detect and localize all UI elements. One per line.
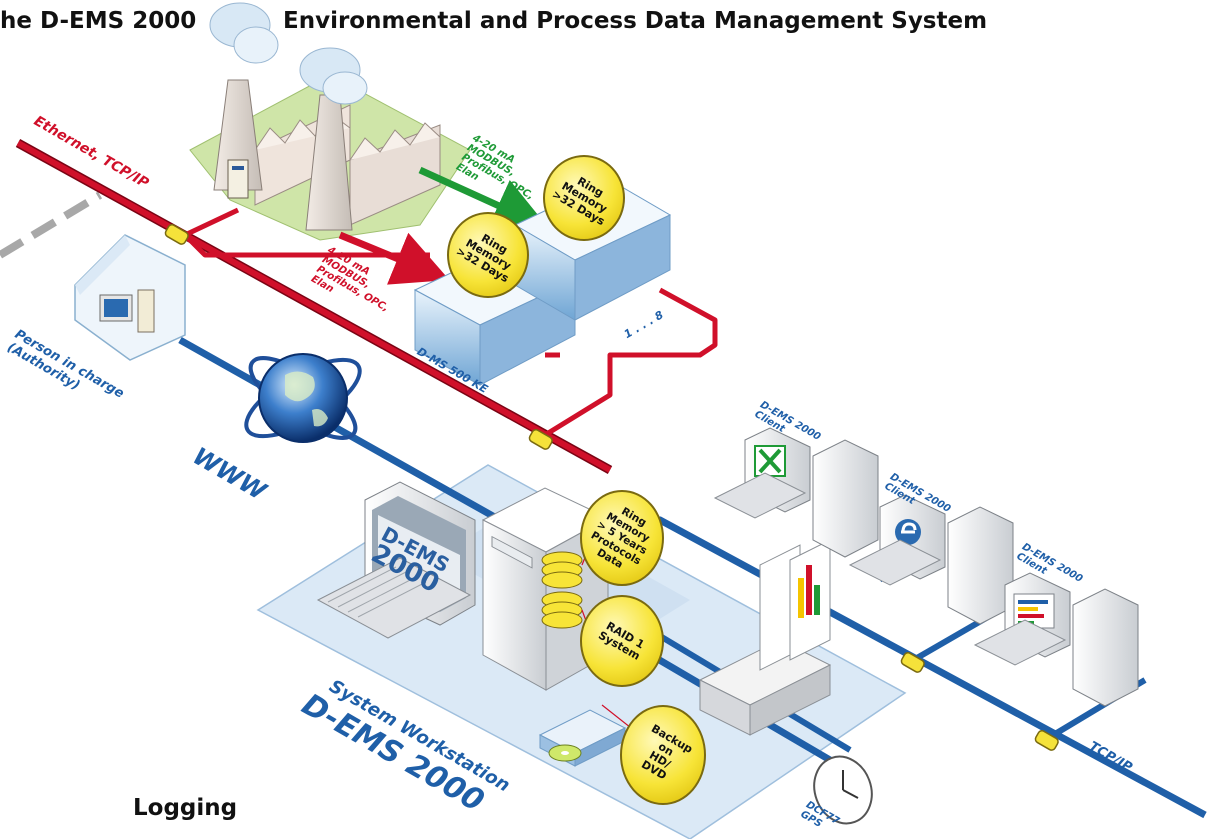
- disk-stack: [541, 551, 583, 629]
- workstation-monitor: [316, 481, 476, 639]
- dvd-drive: [538, 709, 627, 767]
- client-3: [973, 572, 1139, 707]
- external-link-dashed: [0, 191, 103, 259]
- logging-heading: Logging: [133, 795, 238, 821]
- dcf77-clock: [813, 755, 873, 825]
- diagram-title-part1: he D-EMS 2000: [0, 8, 197, 34]
- green-signal-arrow: [418, 166, 550, 232]
- raid-badge: RAID 1 System: [580, 595, 664, 687]
- ring-memory-badge: Ring Memory >32 Days: [543, 155, 625, 241]
- client-2: [848, 494, 1014, 625]
- www-globe: [244, 353, 362, 443]
- client-1: [713, 427, 879, 558]
- factory: [189, 2, 471, 241]
- backup-badge: Backup on HD/ DVD: [620, 705, 706, 805]
- coupler: [528, 429, 553, 450]
- ethernet-network: [15, 139, 718, 474]
- coupler: [1034, 730, 1059, 751]
- red-signal-arrow: [338, 231, 450, 285]
- coupler: [164, 224, 189, 245]
- printer: [698, 539, 832, 736]
- person-house: [74, 234, 186, 361]
- ring-memory-badge: Ring Memory >32 Days: [447, 212, 529, 298]
- coupler: [900, 652, 925, 673]
- ring-memory-5-years-badge: Ring Memory > 5 Years Protocols Data: [580, 490, 664, 586]
- diagram-title-part2: Environmental and Process Data Managemen…: [283, 8, 988, 34]
